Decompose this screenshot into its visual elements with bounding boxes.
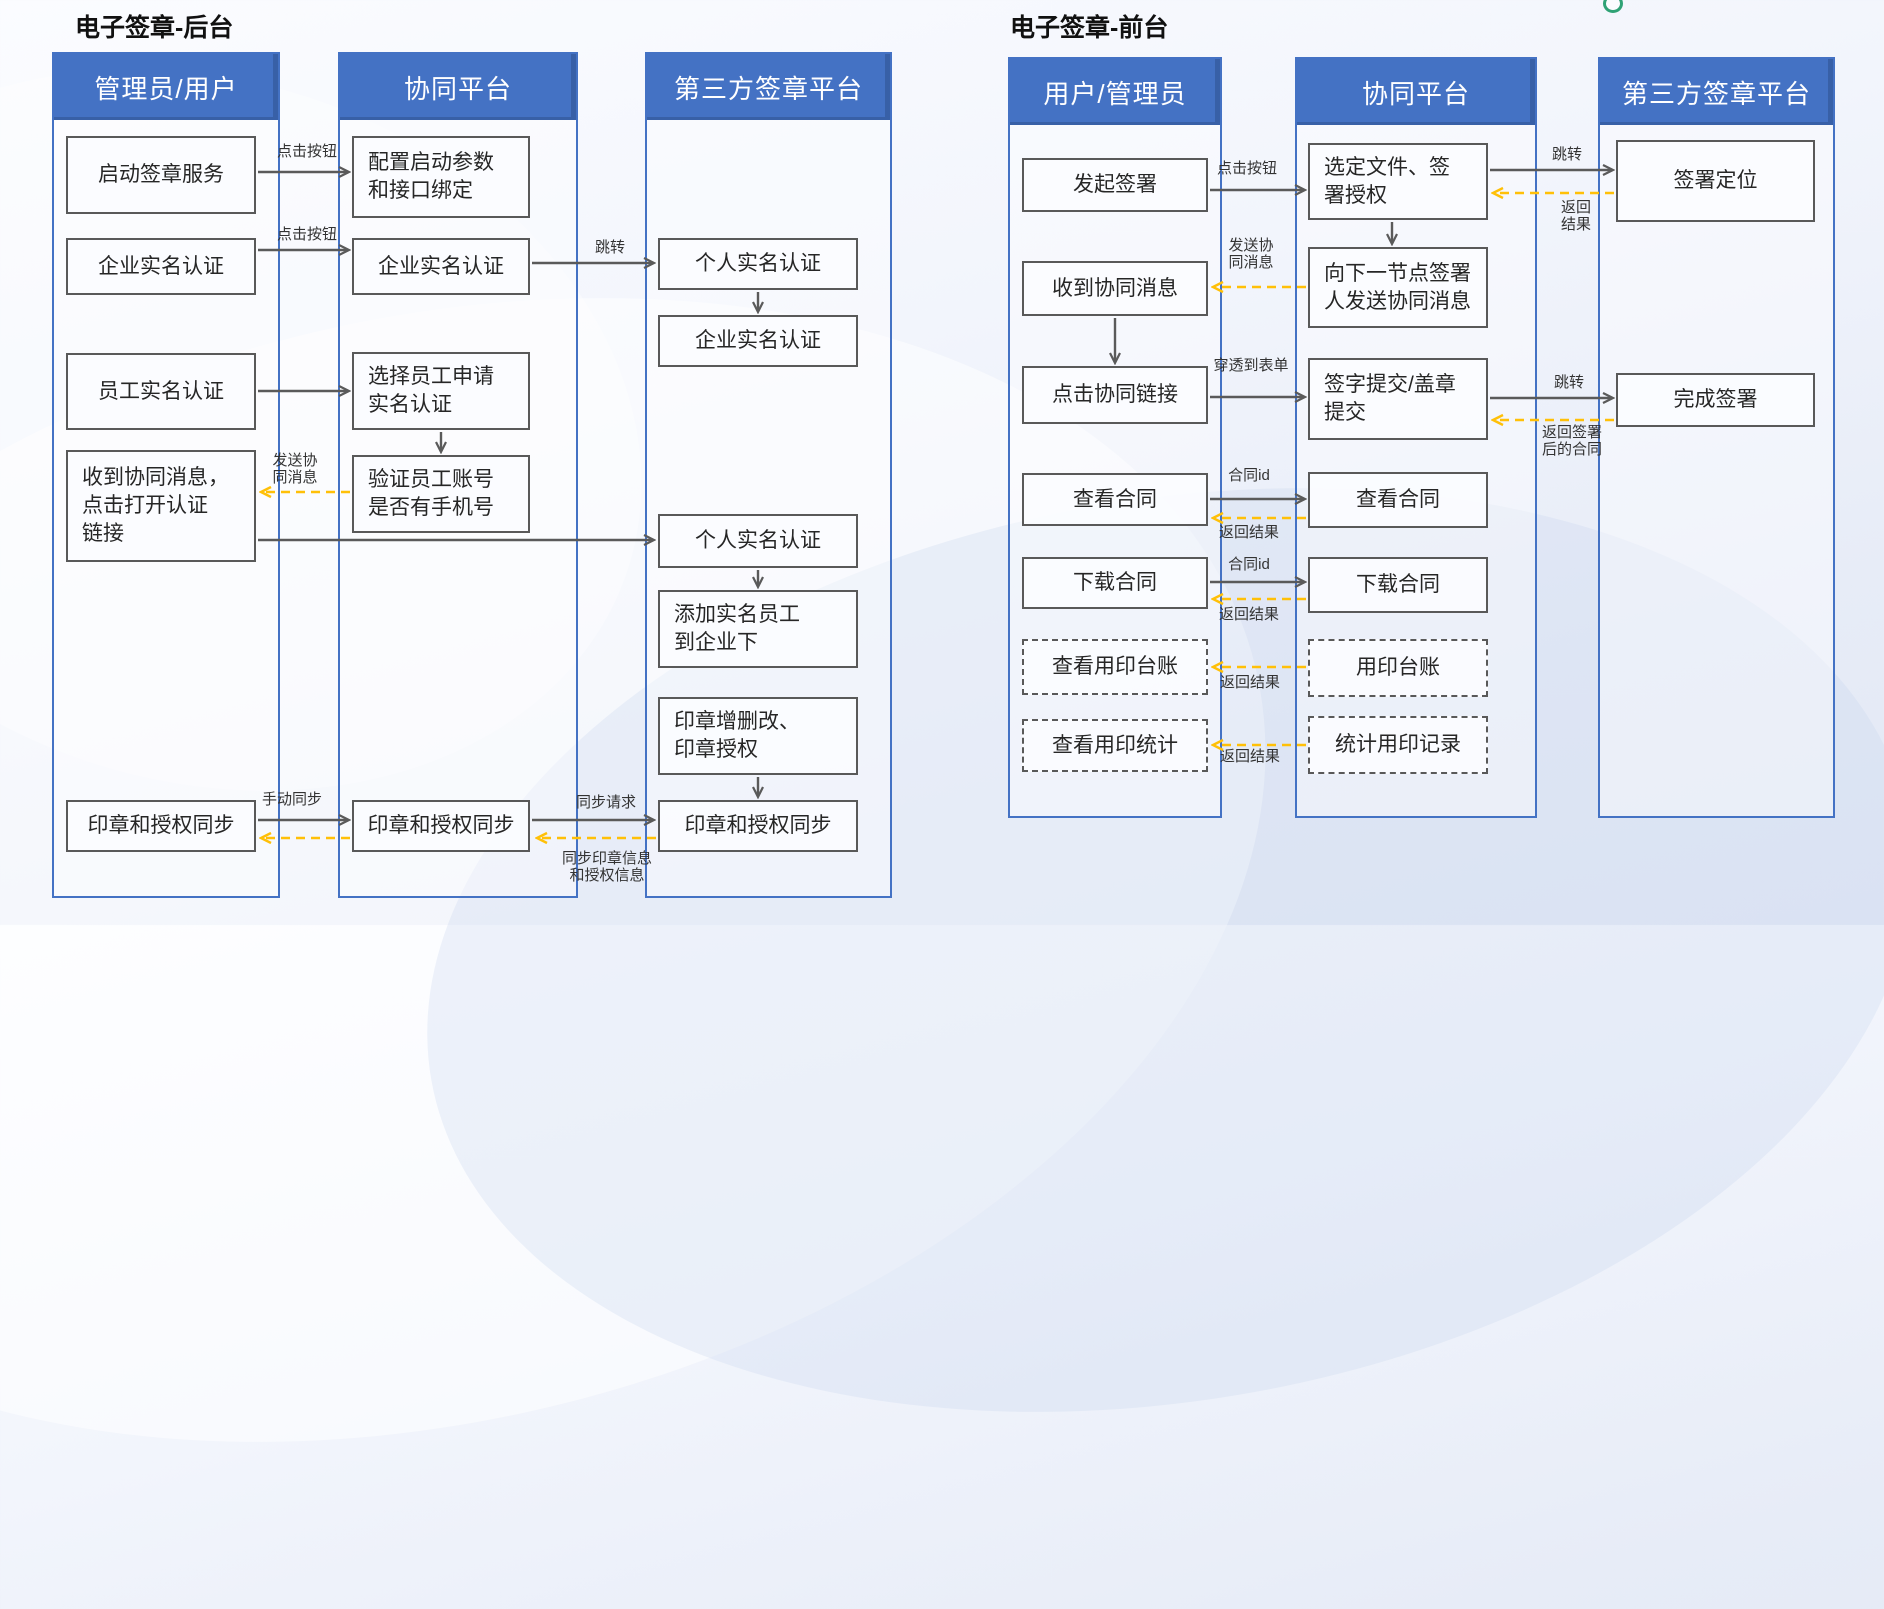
arrow-label: 返回结果 <box>1219 674 1281 691</box>
arrow-label: 发送协 同消息 <box>1228 237 1274 271</box>
flow-step: 印章增删改、 印章授权 <box>658 697 858 775</box>
swimlane-title: 管理员/用户 <box>94 73 238 104</box>
swimlane-title: 用户/管理员 <box>1043 78 1187 109</box>
flow-step: 选择员工申请 实名认证 <box>352 352 530 430</box>
flow-step: 配置启动参数 和接口绑定 <box>352 136 530 218</box>
flow-step: 下载合同 <box>1308 557 1488 613</box>
flow-step: 企业实名认证 <box>352 238 530 295</box>
flow-step: 统计用印记录 <box>1308 716 1488 774</box>
swimlane-header: 管理员/用户 <box>54 54 278 120</box>
arrow-label: 返回结果 <box>1218 606 1280 623</box>
flow-step: 完成签署 <box>1616 373 1815 427</box>
arrow-label: 点击按钮 <box>1216 160 1278 177</box>
flow-step: 点击协同链接 <box>1022 366 1208 424</box>
flow-step: 用印台账 <box>1308 639 1488 697</box>
arrow-label: 返回结果 <box>1219 748 1281 765</box>
swimlane-body <box>1010 125 1220 816</box>
arrow-label: 跳转 <box>1553 374 1585 391</box>
arrow-label: 返回 结果 <box>1560 199 1592 233</box>
arrow-label: 返回签署 后的合同 <box>1541 424 1603 458</box>
green-marker-icon <box>1603 0 1623 13</box>
arrow-label: 同步请求 <box>575 794 637 811</box>
arrow-label: 点击按钮 <box>276 226 338 243</box>
arrow-label: 手动同步 <box>261 791 323 808</box>
arrow-label: 合同id <box>1228 556 1270 573</box>
arrow-label: 返回结果 <box>1218 524 1280 541</box>
flow-step: 查看合同 <box>1308 472 1488 528</box>
swimlane-title: 协同平台 <box>1361 78 1470 109</box>
swimlane-header: 协同平台 <box>1297 59 1535 125</box>
arrow-label: 穿透到表单 <box>1213 357 1289 374</box>
swimlane-title: 第三方签章平台 <box>673 73 863 104</box>
flow-step: 员工实名认证 <box>66 353 256 430</box>
flow-step: 个人实名认证 <box>658 238 858 290</box>
swimlane-header: 第三方签章平台 <box>1600 59 1833 125</box>
swimlane-title: 第三方签章平台 <box>1621 78 1811 109</box>
swimlane-body <box>1600 125 1833 816</box>
flow-step: 签字提交/盖章 提交 <box>1308 358 1488 440</box>
arrow-label: 跳转 <box>1551 146 1583 163</box>
swimlane-header: 用户/管理员 <box>1010 59 1220 125</box>
diagram-title: 电子签章-后台 <box>75 14 234 42</box>
flow-step: 发起签署 <box>1022 158 1208 212</box>
swimlane-header: 协同平台 <box>340 54 576 120</box>
swimlane-body <box>1297 125 1535 816</box>
flow-step: 查看合同 <box>1022 473 1208 526</box>
flow-step: 下载合同 <box>1022 557 1208 609</box>
flow-step: 签署定位 <box>1616 140 1815 222</box>
diagram-title: 电子签章-前台 <box>1010 14 1169 42</box>
flow-step: 启动签章服务 <box>66 136 256 214</box>
flow-step: 查看用印台账 <box>1022 639 1208 695</box>
flow-step: 查看用印统计 <box>1022 719 1208 772</box>
flow-step: 选定文件、签 署授权 <box>1308 143 1488 220</box>
flowchart-canvas: 电子签章-后台管理员/用户 协同平台 第三方签章平台启动签章服务企业实名认证员工实名… <box>52 14 1835 898</box>
flow-step: 印章和授权同步 <box>658 800 858 852</box>
arrow-label: 跳转 <box>594 239 626 256</box>
flow-step: 个人实名认证 <box>658 514 858 568</box>
swimlane-title: 协同平台 <box>403 73 512 104</box>
flow-step: 收到协同消息， 点击打开认证 链接 <box>66 450 256 562</box>
arrow-label: 同步印章信息 和授权信息 <box>561 850 653 884</box>
flow-step: 收到协同消息 <box>1022 261 1208 316</box>
flow-step: 验证员工账号 是否有手机号 <box>352 455 530 533</box>
flow-step: 印章和授权同步 <box>66 800 256 852</box>
arrow-label: 合同id <box>1228 467 1270 484</box>
arrow-label: 点击按钮 <box>276 143 338 160</box>
flow-step: 印章和授权同步 <box>352 800 530 852</box>
flow-step: 添加实名员工 到企业下 <box>658 590 858 668</box>
flow-step: 企业实名认证 <box>66 238 256 295</box>
flow-step: 企业实名认证 <box>658 315 858 367</box>
swimlane-header: 第三方签章平台 <box>647 54 890 120</box>
flow-step: 向下一节点签署 人发送协同消息 <box>1308 247 1488 328</box>
arrow-label: 发送协 同消息 <box>272 452 318 486</box>
swimlane-body <box>647 120 890 896</box>
